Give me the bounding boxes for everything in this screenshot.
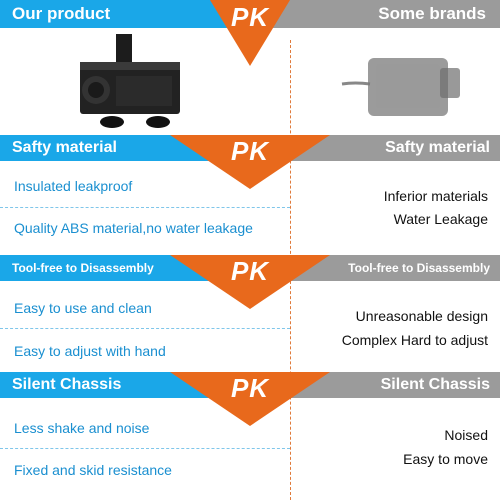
header-pk-label: PK bbox=[230, 2, 270, 32]
section-title-left: Safty material bbox=[12, 139, 117, 156]
right-item: Complex Hard to adjust bbox=[341, 332, 488, 348]
section-pk-label: PK bbox=[230, 256, 270, 286]
right-item: Water Leakage bbox=[393, 211, 488, 227]
right-item: Noised bbox=[444, 427, 488, 443]
left-item: Fixed and skid resistance bbox=[14, 462, 172, 478]
section-title-right: Silent Chassis bbox=[380, 376, 490, 393]
competitor-pump-image bbox=[341, 58, 460, 116]
row-divider bbox=[0, 448, 290, 449]
header-pk-triangle bbox=[210, 0, 290, 66]
header-right-title: Some brands bbox=[378, 4, 486, 23]
section-title-right: Safty material bbox=[385, 139, 490, 156]
header-blue-bar bbox=[0, 0, 250, 28]
left-item: Quality ABS material,no water leakage bbox=[14, 220, 253, 236]
section-title-left: Silent Chassis bbox=[12, 376, 122, 393]
left-item: Less shake and noise bbox=[14, 420, 150, 436]
right-item: Inferior materials bbox=[383, 188, 488, 204]
left-item: Easy to adjust with hand bbox=[14, 343, 166, 359]
left-item: Insulated leakproof bbox=[14, 178, 133, 194]
section-pk-label: PK bbox=[230, 373, 270, 403]
section-pk-triangle bbox=[170, 135, 330, 189]
section-title-left: Tool-free to Disassembly bbox=[12, 261, 154, 275]
section-title-right: Tool-free to Disassembly bbox=[348, 261, 490, 275]
row-divider bbox=[0, 207, 290, 208]
our-pump-image bbox=[80, 34, 180, 128]
header-gray-bar bbox=[250, 0, 500, 28]
left-item: Easy to use and clean bbox=[14, 300, 152, 316]
row-divider bbox=[0, 328, 290, 329]
right-item: Easy to move bbox=[403, 451, 488, 467]
section-pk-triangle bbox=[170, 255, 330, 309]
header-band: Our product Some brands bbox=[0, 0, 500, 28]
section-pk-triangle bbox=[170, 372, 330, 426]
header-left-title: Our product bbox=[12, 4, 111, 23]
right-item: Unreasonable design bbox=[355, 308, 488, 324]
section-pk-label: PK bbox=[230, 136, 270, 166]
